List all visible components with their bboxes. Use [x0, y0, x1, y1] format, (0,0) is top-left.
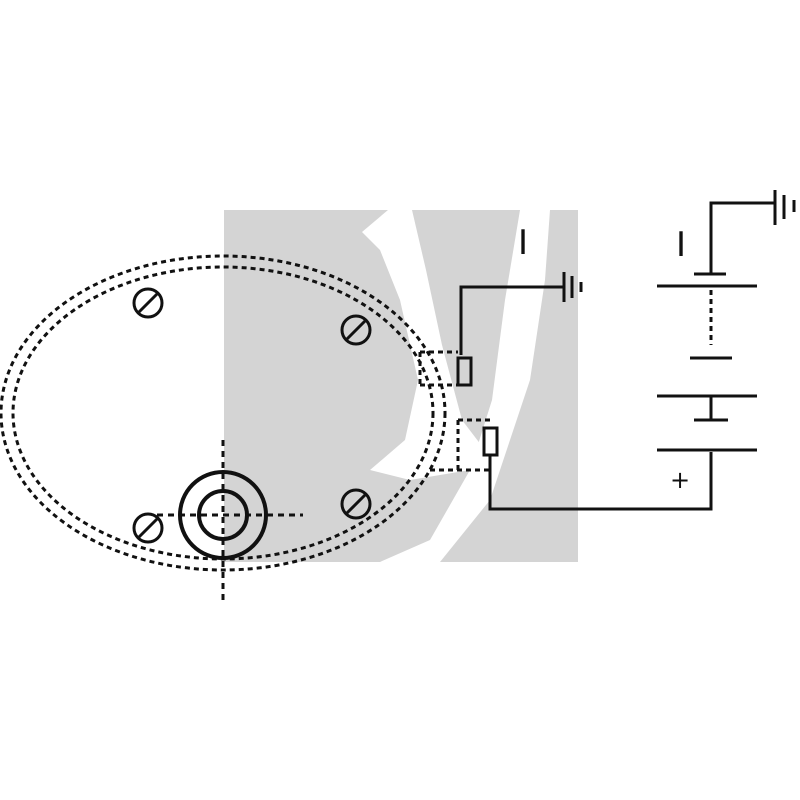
screw-icon [132, 287, 164, 319]
plate-outer-dashed-ellipse [0, 254, 447, 572]
watermark-logo-shape [362, 210, 494, 480]
screw-icon [340, 488, 372, 520]
battery-numeral-label: I [676, 225, 686, 265]
connector-terminal-icon [456, 356, 473, 387]
screw-icon [132, 512, 164, 544]
screw-icon [340, 314, 372, 346]
central-hub [157, 440, 303, 605]
battery-positive-wire [488, 452, 713, 511]
battery-ground-wire [709, 201, 775, 274]
ground-icon [562, 272, 583, 302]
hub-inner-ring [197, 489, 249, 541]
watermark-logo-stroke [380, 210, 550, 562]
watermark [224, 210, 578, 562]
hub-outer-ring [178, 470, 268, 560]
upper-connector-terminal [418, 350, 473, 387]
upper-numeral-label: I [518, 223, 528, 263]
battery-plus-label: + [670, 466, 690, 494]
upper-ground-wire [459, 285, 564, 355]
battery-icon [657, 272, 757, 452]
ground-icon [773, 190, 796, 225]
